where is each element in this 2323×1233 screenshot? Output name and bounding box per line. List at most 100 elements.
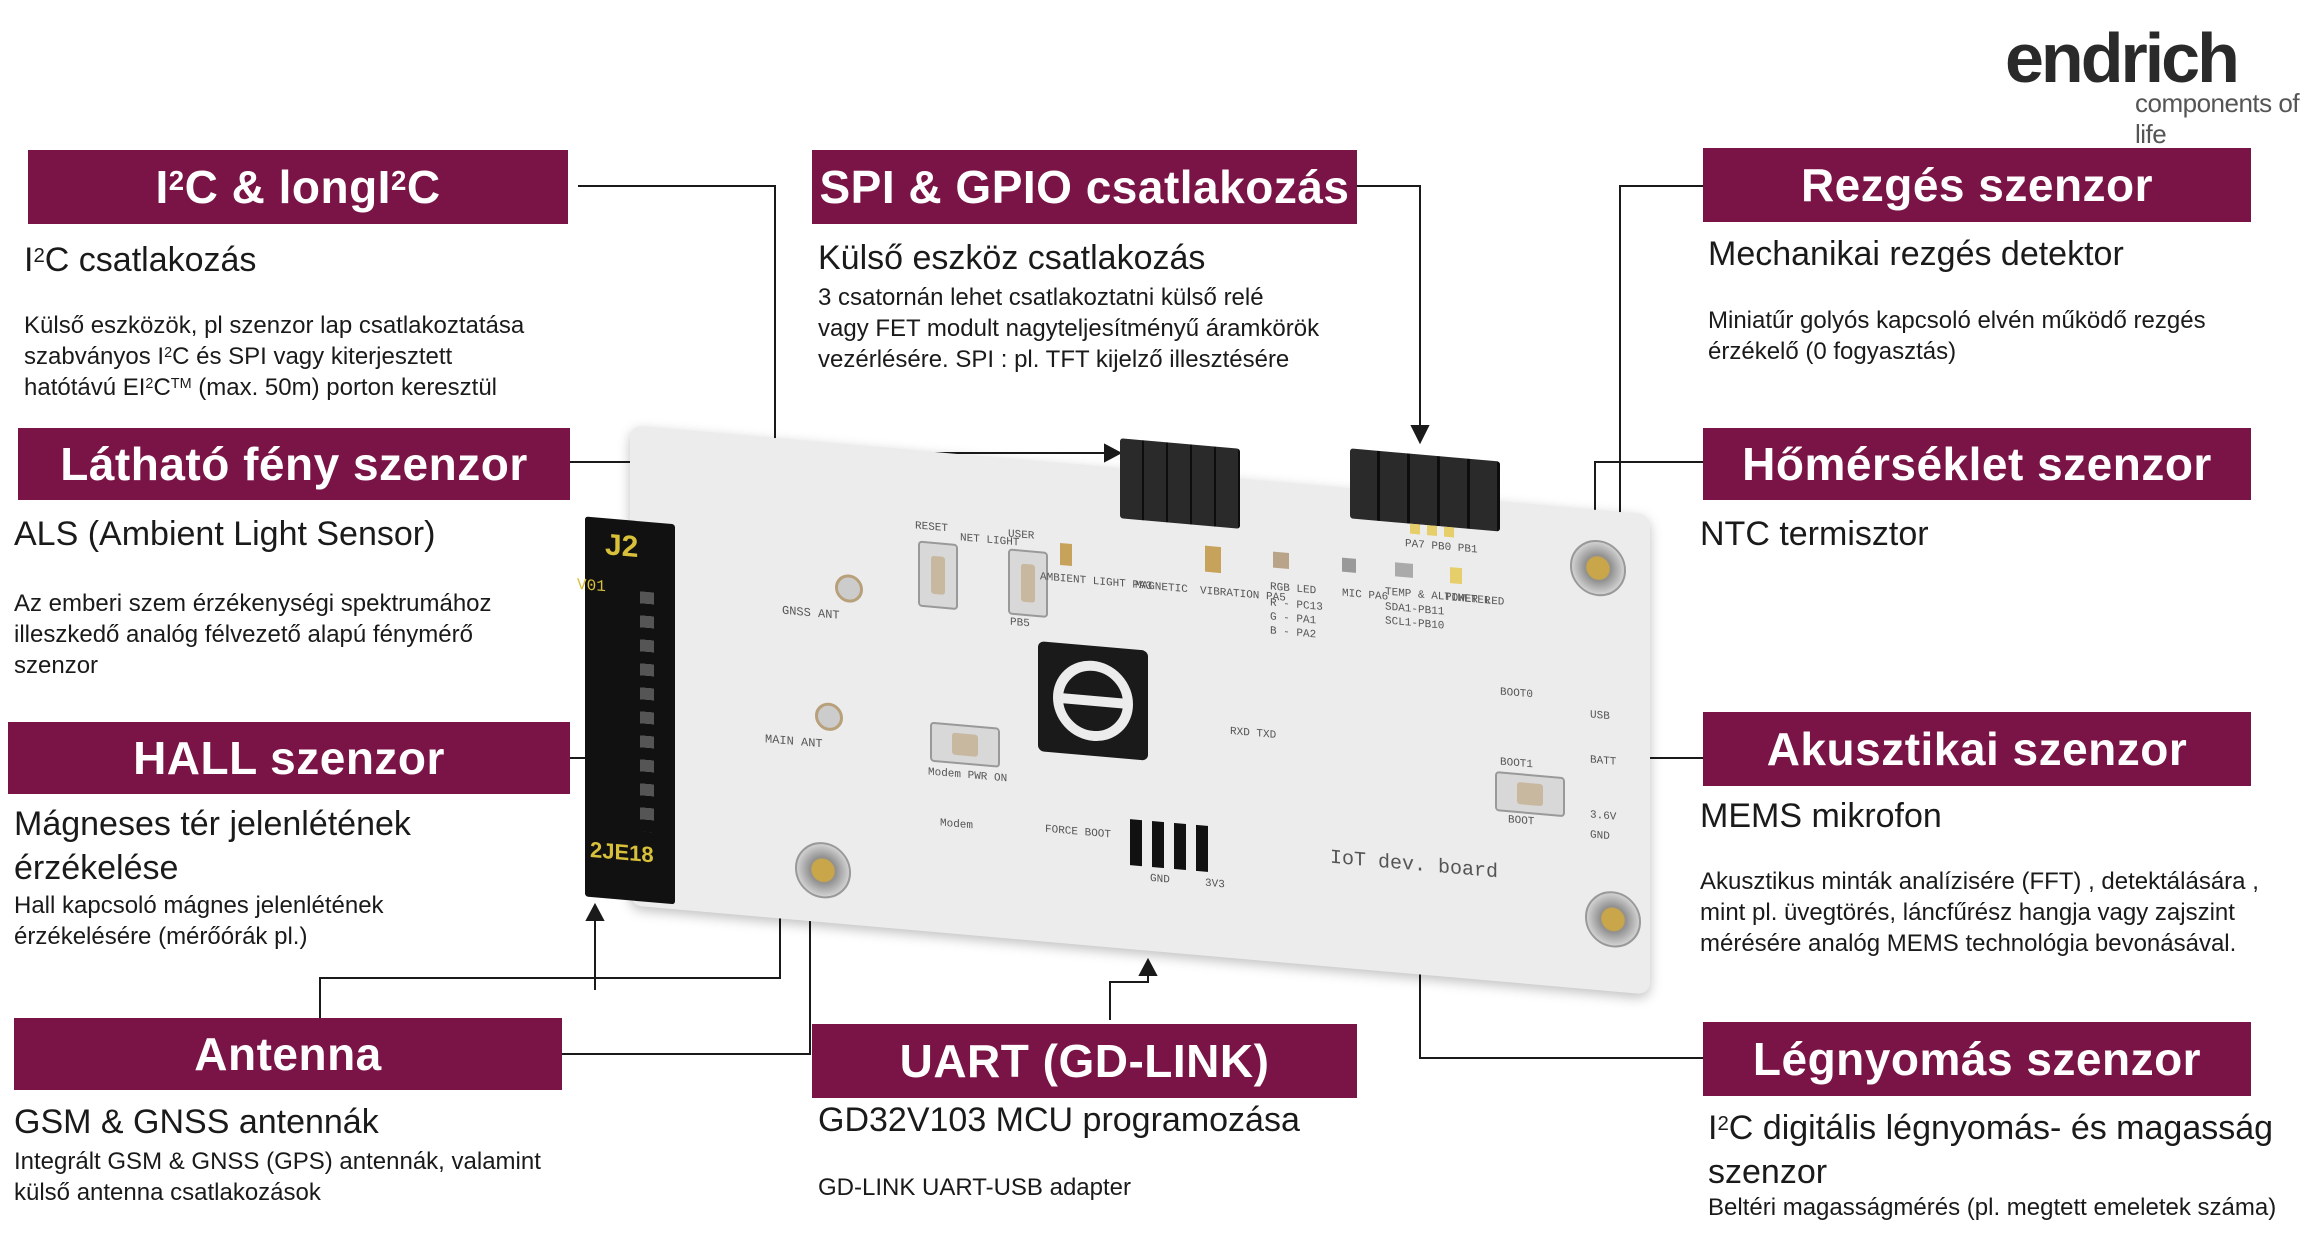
acoustic-subtitle: MEMS mikrofon <box>1700 797 1942 835</box>
arrow-antenna-c <box>585 902 605 921</box>
light-title: Látható fény szenzor <box>18 428 570 500</box>
silk-3-6v: 3.6V <box>1590 809 1617 824</box>
connector-pins <box>640 591 654 833</box>
silk-pb5: PB5 <box>1010 616 1030 631</box>
light-desc-line-1: Az emberi szem érzékenységi spektrumához <box>14 590 492 617</box>
silk-boot0: BOOT0 <box>1500 686 1534 702</box>
connector-strip: J2 V01 2JE18 <box>577 516 675 905</box>
mounting-screw-br <box>1585 888 1641 950</box>
silk-gnss-ant: GNSS ANT <box>782 603 840 623</box>
arrow-spi <box>1410 425 1430 445</box>
silk-connector: 2JE18 <box>590 836 654 868</box>
silk-modem-pwr: Modem PWR ON <box>928 766 1008 786</box>
boot-button[interactable] <box>1495 771 1565 818</box>
silk-user: USER <box>1008 528 1035 543</box>
acoustic-desc-line-1: Akusztikus minták analízisére (FFT) , de… <box>1700 868 2259 895</box>
spi-title: SPI & GPIO csatlakozás <box>812 150 1357 224</box>
hall-description: Hall kapcsoló mágnes jelenlétének érzéke… <box>14 890 384 952</box>
antenna-desc-line-2: külső antenna csatlakozások <box>14 1179 321 1206</box>
silk-pa7: PA7 PB0 PB1 <box>1405 538 1478 557</box>
silk-usb: USB <box>1590 709 1610 724</box>
mounting-screw-bl <box>795 839 851 901</box>
silk-3v3: 3V3 <box>1205 877 1225 892</box>
arrow-uart <box>1138 957 1158 976</box>
endrich-logo: endrich <box>2005 19 2240 97</box>
silk-mic: MIC PA6 <box>1342 587 1389 604</box>
uart-subtitle: GD32V103 MCU programozása <box>818 1101 1300 1139</box>
vibration-sensor <box>1205 545 1221 574</box>
silk-modem: Modem <box>940 817 974 833</box>
mounting-screw-tr <box>1570 537 1626 599</box>
antenna-title: Antenna <box>14 1018 562 1090</box>
main-antenna-connector <box>815 701 843 733</box>
line-spi <box>1357 185 1421 426</box>
spi-header <box>1120 438 1240 529</box>
gnss-antenna-connector <box>835 573 863 604</box>
antenna-desc-line-1: Integrált GSM & GNSS (GPS) antennák, val… <box>14 1148 541 1175</box>
modem-pwr-button[interactable] <box>930 721 1000 768</box>
spi-desc-line-3: vezérlésére. SPI : pl. TFT kijelző illes… <box>818 346 1290 373</box>
acoustic-desc-line-2: mint pl. üvegtörés, láncfűrész hangja va… <box>1700 899 2235 926</box>
pressure-desc-line-1: Beltéri magasságmérés (pl. megtett emele… <box>1708 1194 2277 1221</box>
pressure-subtitle: I2C digitális légnyomás- és magasság sze… <box>1708 1106 2273 1194</box>
gpio-header <box>1350 448 1500 532</box>
hall-desc-line-1: Hall kapcsoló mágnes jelenlétének <box>14 892 384 919</box>
spi-desc-line-2: vagy FET modult nagyteljesítményű áramkö… <box>818 315 1320 342</box>
acoustic-description: Akusztikus minták analízisére (FFT) , de… <box>1700 866 2259 959</box>
hall-subtitle-line-1: Mágneses tér jelenlétének <box>14 805 411 843</box>
vibration-description: Miniatűr golyós kapcsoló elvén működő re… <box>1708 305 2206 367</box>
light-desc-line-2: illeszkedő analóg félvezető alapú fénymé… <box>14 621 473 648</box>
silk-gnd2: GND <box>1590 829 1610 844</box>
silk-gnd: GND <box>1150 872 1170 887</box>
vibration-title: Rezgés szenzor <box>1703 148 2251 222</box>
pressure-subtitle-line-2: szenzor <box>1708 1153 1828 1191</box>
hall-desc-line-2: érzékelésére (mérőórák pl.) <box>14 923 308 950</box>
silk-scl: SCL1-PB10 <box>1385 615 1445 633</box>
silk-main-ant: MAIN ANT <box>765 732 823 752</box>
temp-sensor <box>1395 562 1413 578</box>
antenna-subtitle: GSM & GNSS antennák <box>14 1103 379 1141</box>
spi-description: 3 csatornán lehet csatlakoztatni külső r… <box>818 282 1319 375</box>
spi-subtitle: Külső eszköz csatlakozás <box>818 239 1206 277</box>
silk-rgb-b: B - PA2 <box>1270 625 1317 642</box>
power-led <box>1450 567 1462 585</box>
light-subtitle: ALS (Ambient Light Sensor) <box>14 515 436 553</box>
silk-magnetic: MAGNETIC <box>1135 579 1188 597</box>
mic <box>1342 557 1356 573</box>
hall-subtitle: Mágneses tér jelenlétének érzékelése <box>14 802 411 890</box>
i2c-subtitle: I2C csatlakozás <box>24 241 257 279</box>
uart-pins <box>1130 819 1216 873</box>
spi-desc-line-1: 3 csatornán lehet csatlakoztatni külső r… <box>818 284 1264 311</box>
pressure-title: Légnyomás szenzor <box>1703 1022 2251 1096</box>
ambient-light-sensor <box>1060 543 1072 567</box>
acoustic-title: Akusztikai szenzor <box>1703 712 2251 786</box>
i2c-description: Külső eszközök, pl szenzor lap csatlakoz… <box>24 312 525 401</box>
silk-j2: J2 <box>605 528 639 565</box>
silk-boot: BOOT <box>1508 814 1535 829</box>
silk-boot1: BOOT1 <box>1500 756 1534 772</box>
endrich-tagline: components of life <box>2135 88 2300 149</box>
vibration-subtitle: Mechanikai rezgés detektor <box>1708 235 2124 273</box>
rgb-led <box>1273 551 1289 570</box>
temperature-subtitle: NTC termisztor <box>1700 515 1929 553</box>
reset-button[interactable] <box>918 540 958 611</box>
acoustic-desc-line-3: mérésére analóg MEMS technológia bevonás… <box>1700 930 2237 957</box>
silk-board-name: IoT dev. board <box>1330 846 1499 885</box>
silk-reset: RESET <box>915 520 949 536</box>
uart-title: UART (GD-LINK) <box>812 1024 1357 1098</box>
antenna-description: Integrált GSM & GNSS (GPS) antennák, val… <box>14 1146 541 1208</box>
light-desc-line-3: szenzor <box>14 652 99 679</box>
silk-batt: BATT <box>1590 754 1617 769</box>
vibration-desc-line-1: Miniatűr golyós kapcsoló elvén működő re… <box>1708 307 2206 334</box>
pressure-description: Beltéri magasságmérés (pl. megtett emele… <box>1708 1192 2276 1223</box>
board-e-logo <box>1038 641 1148 761</box>
hall-title: HALL szenzor <box>8 722 570 794</box>
silk-rxd-txd: RXD TXD <box>1230 725 1277 742</box>
silk-force-boot: FORCE BOOT <box>1045 823 1112 842</box>
uart-desc-line-1: GD-LINK UART-USB adapter <box>818 1174 1131 1201</box>
vibration-desc-line-2: érzékelő (0 fogyasztás) <box>1708 338 1957 365</box>
uart-description: GD-LINK UART-USB adapter <box>818 1172 1131 1203</box>
line-uart <box>1109 975 1149 1020</box>
arrow-i2c <box>1104 443 1123 463</box>
